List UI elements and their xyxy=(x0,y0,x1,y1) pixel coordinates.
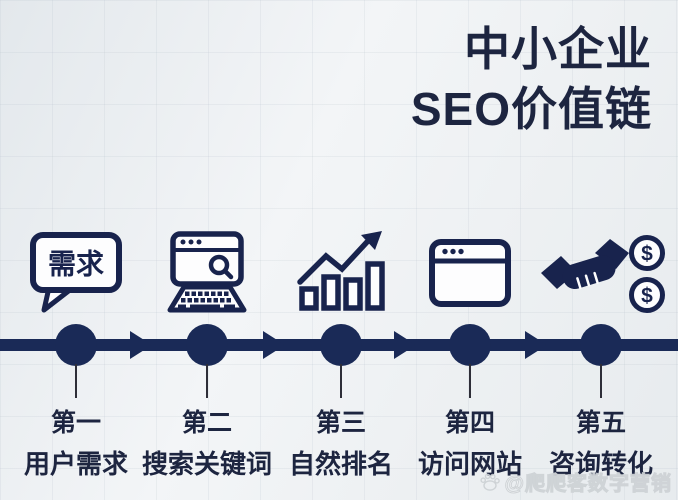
dollar-coin-icon xyxy=(629,277,665,313)
step-1-icon: 需求 xyxy=(28,228,124,325)
timeline-node-1 xyxy=(55,324,97,366)
bubble-text: 需求 xyxy=(48,249,104,280)
magnifier-icon xyxy=(208,254,230,276)
step-number: 第二 xyxy=(181,409,233,437)
step-name: 咨询转化 xyxy=(548,449,654,479)
watermark: @爬爬客数字营销 xyxy=(479,467,672,496)
step-5-label: 第五 咨询转化 xyxy=(549,403,653,481)
step-number: 第三 xyxy=(315,409,367,437)
step-5-icon: $ $ xyxy=(540,230,666,323)
step-1-label: 第一 用户需求 xyxy=(24,403,128,481)
speech-bubble-icon: 需求 xyxy=(30,232,122,313)
step-4-label: 第四 访问网站 xyxy=(418,403,522,481)
paw-icon xyxy=(480,473,501,491)
arrow-right-icon xyxy=(263,331,285,359)
clasped-hands xyxy=(562,255,616,290)
arrow-head-icon xyxy=(361,231,382,250)
connector-line-4 xyxy=(469,364,471,398)
timeline-node-4 xyxy=(449,324,491,366)
left-sleeve xyxy=(541,256,577,289)
step-number: 第五 xyxy=(575,409,627,437)
connector-line-5 xyxy=(600,364,602,398)
step-3-label: 第三 自然排名 xyxy=(289,403,393,481)
growth-chart-icon xyxy=(297,231,385,311)
connector-line-2 xyxy=(206,364,208,398)
watermark-text: @爬爬客数字营销 xyxy=(504,473,672,496)
step-number: 第一 xyxy=(50,409,102,437)
right-sleeve xyxy=(595,239,629,269)
dollar-coin-icon xyxy=(629,235,665,271)
step-4-icon xyxy=(428,238,512,313)
step-name: 访问网站 xyxy=(417,449,523,479)
arrow-right-icon xyxy=(525,331,547,359)
step-name: 自然排名 xyxy=(288,449,394,479)
step-3-icon xyxy=(297,228,385,317)
step-name: 搜索关键词 xyxy=(141,449,273,479)
connector-line-1 xyxy=(75,364,77,398)
title-line-2: SEO价值链 xyxy=(410,82,652,135)
timeline-node-3 xyxy=(320,324,362,366)
arrow-right-icon xyxy=(130,331,152,359)
timeline-node-5 xyxy=(580,324,622,366)
arrow-right-icon xyxy=(394,331,416,359)
step-name: 用户需求 xyxy=(23,449,129,479)
dollar-symbol: $ xyxy=(641,243,653,266)
browser-window-icon xyxy=(429,239,511,307)
timeline-node-2 xyxy=(186,324,228,366)
step-2-icon xyxy=(159,230,255,321)
dollar-symbol: $ xyxy=(641,285,653,308)
connector-line-3 xyxy=(340,364,342,398)
handshake-money-icon: $ $ xyxy=(541,235,665,313)
step-number: 第四 xyxy=(444,409,496,437)
computer-search-icon xyxy=(167,231,247,313)
title-line-1: 中小企业 xyxy=(464,23,652,75)
step-2-label: 第二 搜索关键词 xyxy=(142,403,272,481)
page-title: 中小企业 SEO价值链 xyxy=(411,20,652,140)
